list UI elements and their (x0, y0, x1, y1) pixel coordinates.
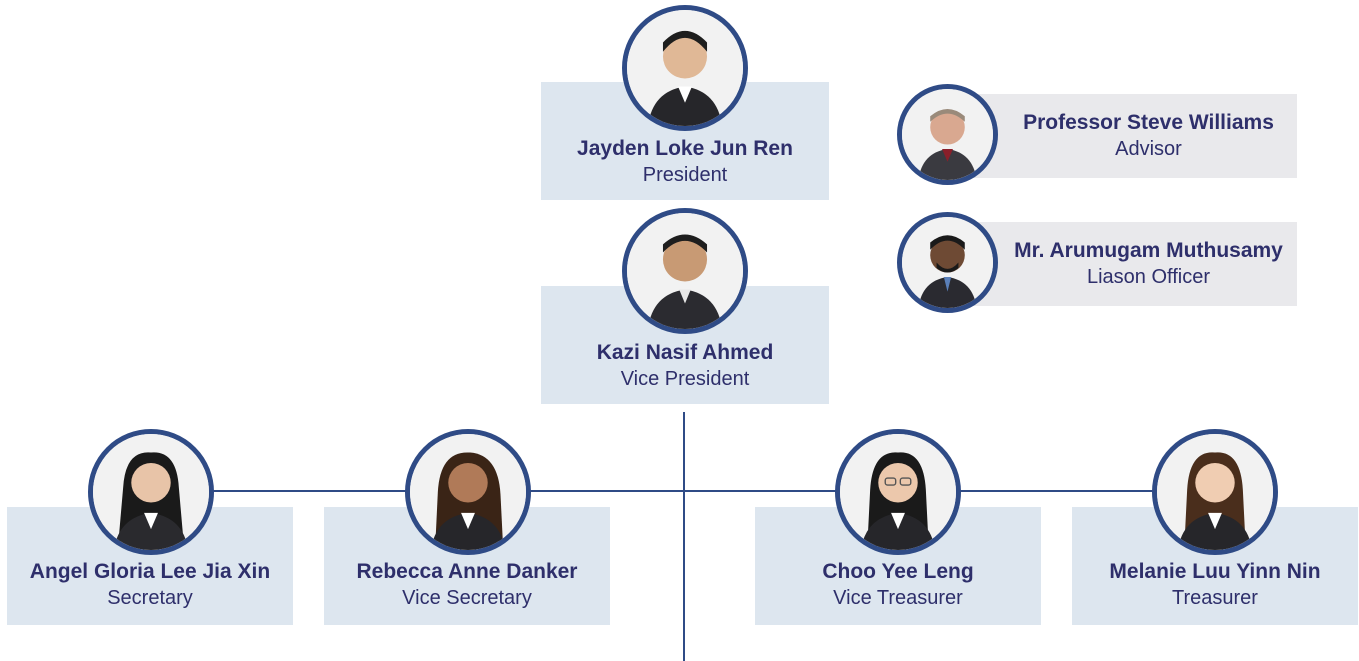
treasurer-role: Treasurer (1172, 587, 1258, 609)
treasurer-name: Melanie Luu Yinn Nin (1109, 560, 1321, 583)
liaison-name: Mr. Arumugam Muthusamy (1014, 239, 1283, 262)
vice-secretary-name: Rebecca Anne Danker (356, 560, 578, 583)
vice-secretary-role: Vice Secretary (402, 587, 532, 609)
secretary-name: Angel Gloria Lee Jia Xin (29, 560, 271, 583)
treasurer-card: Melanie Luu Yinn Nin Treasurer (1072, 507, 1358, 625)
liaison-card: Mr. Arumugam Muthusamy Liason Officer (940, 222, 1297, 306)
advisor-role: Advisor (1115, 138, 1182, 160)
treasurer-avatar (1152, 429, 1278, 555)
president-avatar (622, 5, 748, 131)
vice-president-name: Kazi Nasif Ahmed (596, 341, 774, 364)
vice-treasurer-role: Vice Treasurer (833, 587, 963, 609)
vertical-connector (683, 412, 685, 661)
liaison-avatar (897, 212, 998, 313)
president-name: Jayden Loke Jun Ren (577, 137, 793, 160)
vice-president-avatar (622, 208, 748, 334)
secretary-avatar (88, 429, 214, 555)
vice-treasurer-avatar (835, 429, 961, 555)
advisor-name: Professor Steve Williams (1023, 111, 1274, 134)
vice-secretary-avatar (405, 429, 531, 555)
vice-treasurer-name: Choo Yee Leng (822, 560, 974, 583)
advisor-avatar (897, 84, 998, 185)
secretary-role: Secretary (107, 587, 193, 609)
liaison-role: Liason Officer (1086, 266, 1211, 288)
president-role: President (642, 164, 728, 186)
advisor-card: Professor Steve Williams Advisor (940, 94, 1297, 178)
vice-president-role: Vice President (620, 368, 750, 390)
horizontal-connector (150, 490, 1214, 492)
